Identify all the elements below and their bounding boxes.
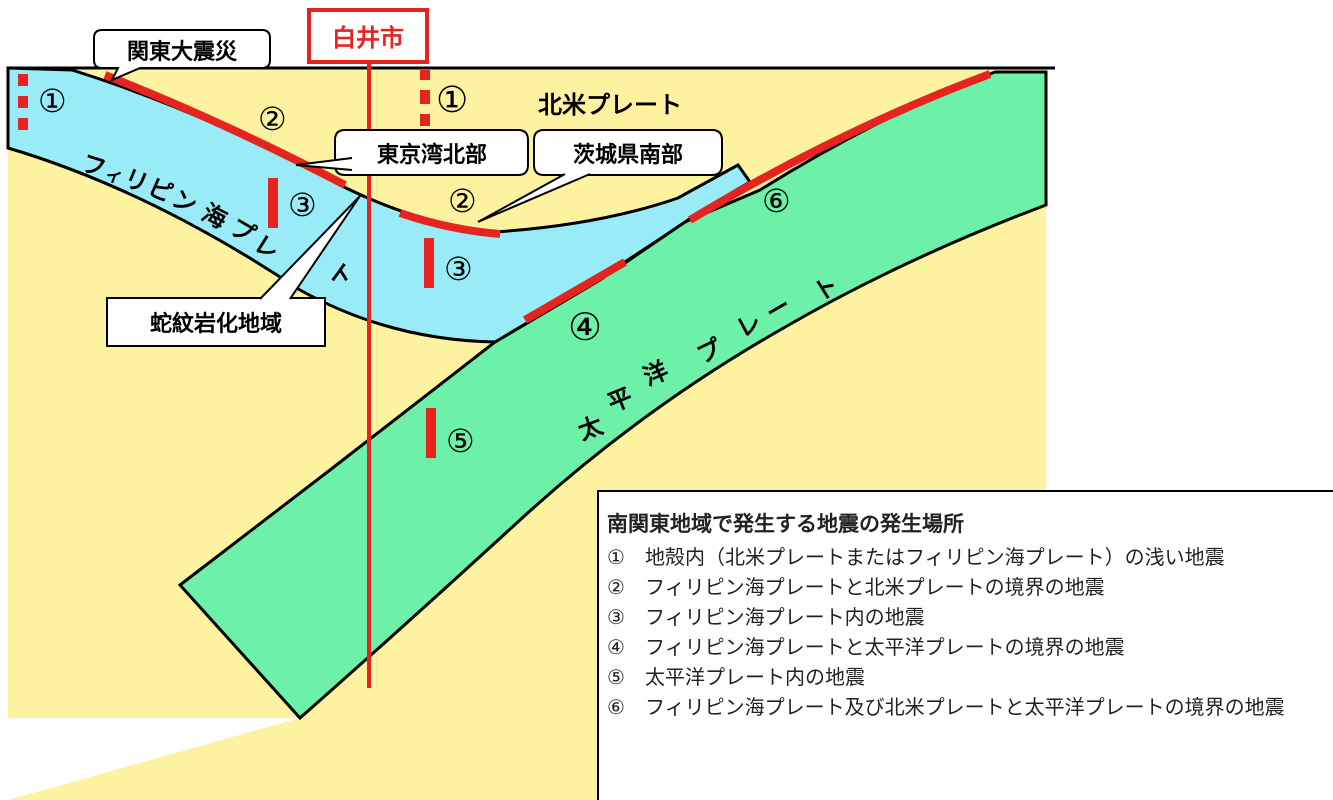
callout-kanto-text: 関東大震災	[127, 40, 238, 65]
legend-title: 南関東地域で発生する地震の発生場所	[607, 512, 964, 536]
zone-number-1b: ①	[436, 80, 468, 121]
boundary-ibaraki	[398, 209, 501, 238]
zone3-bar-left	[268, 178, 278, 228]
legend-item: ⑥ フィリピン海プレート及び北米プレートと太平洋プレートの境界の地震	[607, 692, 1333, 722]
boundary-kanto	[103, 71, 347, 189]
callout-tokyo-bay: 東京湾北部	[295, 129, 529, 176]
zone-number-6: ⑥	[762, 182, 791, 220]
legend-text: 太平洋プレート内の地震	[645, 665, 865, 689]
legend-num: ③	[607, 605, 625, 629]
zone-numbers: ① ① ② ② ③ ③ ④ ⑤ ⑥	[38, 80, 791, 460]
legend-num: ⑤	[607, 665, 625, 689]
legend-text: フィリピン海プレートと北米プレートの境界の地震	[645, 575, 1105, 599]
zone-number-5: ⑤	[446, 422, 475, 460]
zone1-dashes-left	[18, 74, 28, 130]
legend-num: ⑥	[607, 695, 625, 719]
callout-ibaraki-text: 茨城県南部	[573, 142, 683, 168]
legend-item: ④ フィリピン海プレートと太平洋プレートの境界の地震	[607, 632, 1333, 662]
city-marker-label: 白井市	[332, 24, 404, 52]
legend-num: ④	[607, 635, 625, 659]
legend-item: ③ フィリピン海プレート内の地震	[607, 602, 1333, 632]
zone-number-2b: ②	[448, 182, 477, 220]
legend-text: 地殻内（北米プレートまたはフィリピン海プレート）の浅い地震	[645, 545, 1225, 569]
zone5-bar	[426, 408, 436, 458]
callout-tokyo-bay-text: 東京湾北部	[377, 142, 487, 168]
legend-item: ② フィリピン海プレートと北米プレートの境界の地震	[607, 572, 1333, 602]
legend-item: ⑤ 太平洋プレート内の地震	[607, 662, 1333, 692]
zone1-dashes-center	[420, 70, 430, 126]
legend-num: ②	[607, 575, 625, 599]
legend-text: フィリピン海プレート内の地震	[645, 605, 925, 629]
boundary-zone6	[687, 70, 992, 224]
legend-text: フィリピン海プレートと太平洋プレートの境界の地震	[645, 635, 1125, 659]
callout-serpentinite-text: 蛇紋岩化地域	[150, 311, 282, 337]
city-marker-box	[307, 8, 429, 64]
zone-number-3a: ③	[288, 186, 317, 224]
zone3-bar-center	[424, 238, 434, 288]
zone-number-4: ④	[568, 305, 602, 349]
zone-number-2a: ②	[258, 100, 287, 138]
callout-serpentinite: 蛇紋岩化地域	[106, 195, 361, 347]
callout-kanto: 関東大震災	[93, 29, 271, 82]
legend-text: フィリピン海プレート及び北米プレートと太平洋プレートの境界の地震	[645, 695, 1285, 719]
boundary-zone4	[522, 258, 628, 324]
white-corner	[8, 718, 300, 800]
legend-item: ① 地殻内（北米プレートまたはフィリピン海プレート）の浅い地震	[607, 542, 1333, 572]
legend-num: ①	[607, 545, 625, 569]
zone-number-1a: ①	[38, 82, 67, 120]
zone-number-3b: ③	[444, 250, 473, 288]
north-american-plate-label: 北米プレート	[538, 91, 682, 119]
legend-box: 南関東地域で発生する地震の発生場所 ① 地殻内（北米プレートまたはフィリピン海プ…	[597, 490, 1333, 800]
callout-ibaraki: 茨城県南部	[477, 129, 723, 223]
